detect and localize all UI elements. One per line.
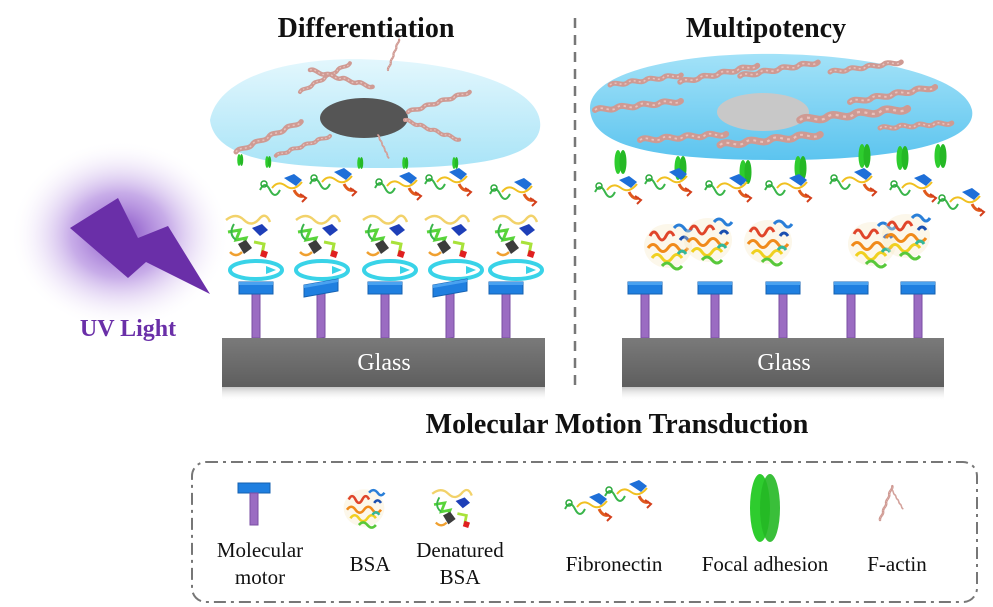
left-nucleus — [320, 98, 408, 138]
legend-item-bsa: BSA — [342, 488, 392, 576]
legend-label-denatured-bsa-2: BSA — [440, 565, 482, 589]
right-molecular-motors — [627, 281, 936, 339]
right-cell — [590, 53, 973, 160]
legend-item-denatured-bsa: Denatured BSA — [416, 488, 504, 589]
lightning-bolt-icon — [70, 198, 210, 294]
right-nucleus — [717, 93, 809, 131]
legend-label-molecular-motor-1: Molecular — [217, 538, 303, 562]
right-fibronectin-layer — [593, 166, 986, 218]
legend-item-molecular-motor: Molecular motor — [217, 482, 303, 589]
legend-label-bsa: BSA — [350, 552, 392, 576]
main-caption: Molecular Motion Transduction — [426, 409, 809, 440]
left-cell — [210, 38, 541, 168]
legend-border — [191, 461, 978, 603]
left-molecular-motors — [238, 278, 524, 342]
legend-label-f-actin: F-actin — [867, 552, 927, 576]
legend: Molecular motor BSA Denatured BSA Fibron… — [191, 461, 978, 603]
legend-item-fibronectin: Fibronectin — [563, 478, 663, 576]
right-panel-title: Multipotency — [686, 13, 846, 44]
left-denatured-bsa-layer — [224, 214, 544, 281]
uv-light-source — [10, 140, 230, 330]
uv-light-label: UV Light — [80, 316, 176, 342]
legend-label-denatured-bsa-1: Denatured — [416, 538, 504, 562]
left-fibronectin-layer — [258, 166, 538, 208]
right-glass-substrate — [622, 338, 944, 387]
left-glass-substrate — [222, 338, 545, 387]
right-glass-label: Glass — [757, 350, 810, 376]
legend-item-f-actin: F-actin — [867, 484, 927, 576]
right-bsa-layer — [642, 212, 932, 271]
legend-label-focal-adhesion: Focal adhesion — [702, 552, 829, 576]
right-glass-shadow — [622, 387, 944, 401]
left-glass-label: Glass — [357, 350, 410, 376]
left-glass-shadow — [222, 387, 545, 401]
legend-label-fibronectin: Fibronectin — [566, 552, 663, 576]
left-panel-title: Differentiation — [278, 13, 455, 44]
legend-label-molecular-motor-2: motor — [235, 565, 285, 589]
legend-item-focal-adhesion: Focal adhesion — [702, 474, 829, 576]
